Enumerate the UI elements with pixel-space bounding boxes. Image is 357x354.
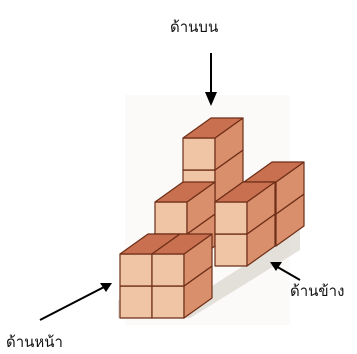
top-view-label: ด้านบน — [170, 18, 218, 36]
cube — [214, 181, 276, 235]
cube — [154, 181, 216, 235]
front-view-arrow — [39, 283, 112, 321]
front-view-label: ด้านหน้า — [6, 333, 63, 351]
side-view-arrow — [270, 262, 301, 281]
top-view-arrow — [205, 53, 217, 106]
cube-stack — [118, 117, 305, 319]
side-view-label: ด้านข้าง — [290, 282, 344, 300]
cube — [182, 117, 244, 171]
cube — [151, 233, 213, 287]
